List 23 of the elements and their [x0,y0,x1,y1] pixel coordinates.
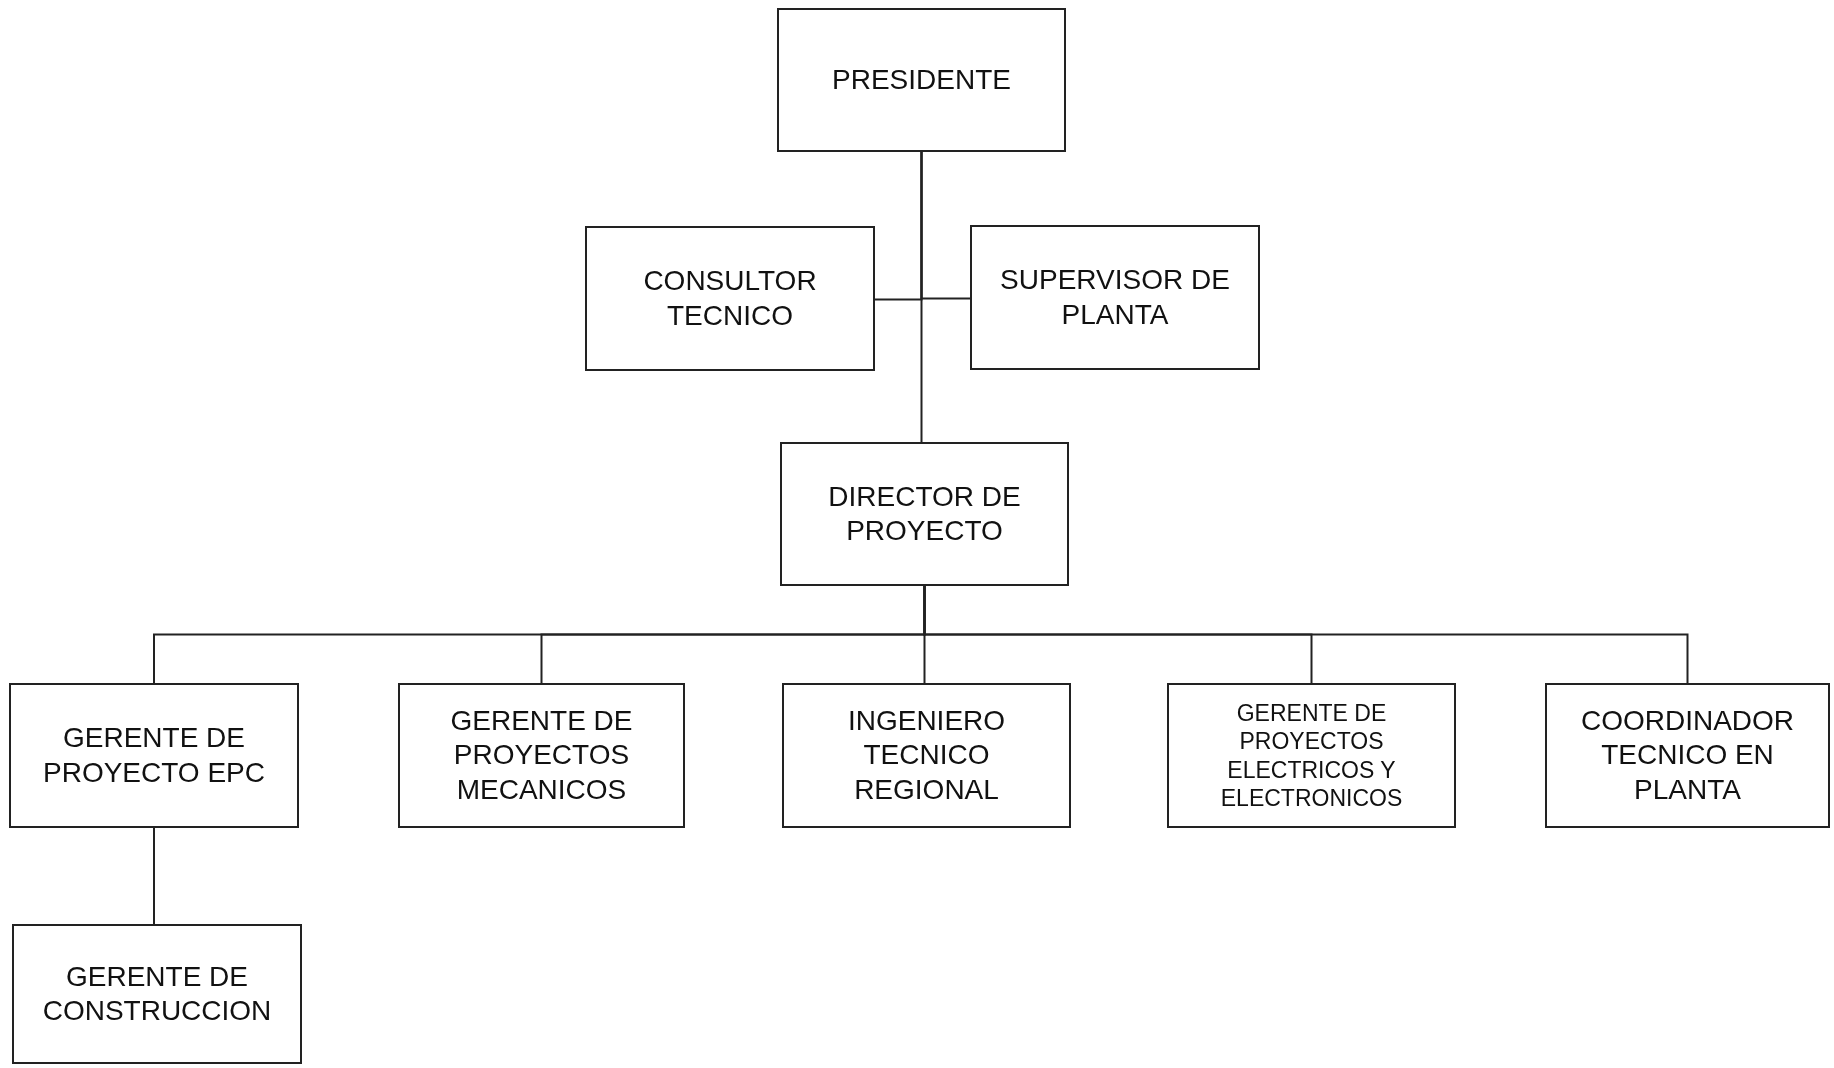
connector-line [153,827,155,925]
org-chart-box [1167,683,1456,828]
org-chart-box [585,226,875,371]
role-title: GERENTE DE CONSTRUCCION [41,959,273,1028]
role-title: DIRECTOR DE PROYECTO [827,479,1022,548]
org-chart-box [970,225,1260,370]
connector-line [920,151,923,443]
org-chart-box [12,924,302,1064]
role-title: SUPERVISOR DE PLANTA [999,263,1231,332]
role-title: INGENIERO TECNICO REGIONAL [846,704,1007,807]
org-chart-box [1545,683,1830,828]
role-title: GERENTE DE PROYECTOS MECANICOS [449,704,634,807]
org-chart-box [9,683,299,828]
org-chart-box [780,442,1069,586]
role-title: GERENTE DE PROYECTO EPC [42,721,266,790]
connector-line [923,585,1689,684]
org-chart-box [782,683,1071,828]
role-title: CONSULTOR TECNICO [642,264,818,333]
org-chart-box [777,8,1066,152]
role-title: PRESIDENTE [832,62,1011,97]
org-chart-box [398,683,685,828]
role-title: COORDINADOR TECNICO EN PLANTA [1579,704,1796,807]
role-title: GERENTE DE PROYECTOS ELECTRICOS Y ELECTRONICOS [1219,699,1404,812]
